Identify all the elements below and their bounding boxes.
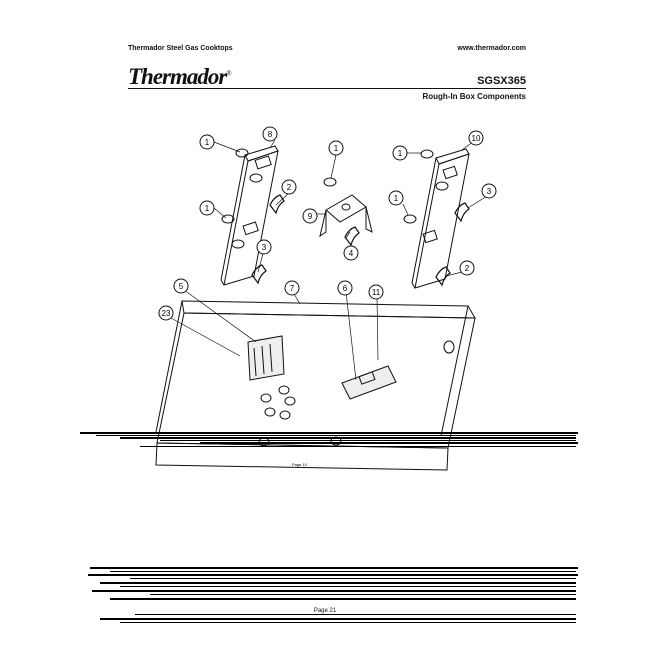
header-divider	[128, 88, 526, 89]
callout-label: 7	[290, 284, 295, 293]
callout-1: 1	[199, 134, 215, 150]
callout-3: 3	[256, 239, 272, 255]
scan-artifact-streaks	[80, 432, 578, 623]
callout-label: 1	[334, 144, 339, 153]
callout-1: 1	[392, 145, 408, 161]
model-number: SGSX365	[477, 75, 526, 87]
callout-10: 10	[468, 130, 484, 146]
callout-23: 23	[158, 305, 174, 321]
section-title: Rough-In Box Components	[422, 92, 526, 101]
callout-label: 10	[472, 134, 481, 143]
junction-box	[341, 365, 397, 400]
spark-module	[247, 335, 285, 381]
callout-5: 5	[173, 278, 189, 294]
ignition-fitting	[344, 226, 360, 247]
callout-label: 3	[487, 187, 492, 196]
callout-6: 6	[337, 280, 353, 296]
callout-label: 1	[394, 194, 399, 203]
callout-label: 23	[162, 309, 171, 318]
leader-lines	[170, 139, 488, 381]
callout-label: 8	[268, 130, 273, 139]
callout-label: 2	[287, 183, 292, 192]
right-burner-bracket	[411, 148, 470, 289]
callout-11: 11	[368, 284, 384, 300]
ignition-fitting	[435, 266, 451, 287]
callout-2: 2	[459, 260, 475, 276]
plate-label: Page 10	[292, 462, 308, 467]
brand-logo: Thermador®	[128, 64, 232, 89]
callout-label: 1	[398, 149, 403, 158]
ignition-fitting	[454, 202, 470, 223]
callout-1: 1	[199, 200, 215, 216]
page-number: Page 21	[313, 608, 337, 614]
callout-7: 7	[284, 280, 300, 296]
callout-label: 3	[262, 243, 267, 252]
callout-2: 2	[281, 179, 297, 195]
callout-label: 9	[308, 212, 313, 221]
callout-1: 1	[388, 190, 404, 206]
ignition-fitting	[251, 264, 267, 285]
callout-label: 2	[465, 264, 470, 273]
callout-1: 1	[328, 140, 344, 156]
callout-label: 6	[343, 284, 348, 293]
callout-label: 5	[179, 282, 184, 291]
document-header-title: Thermador Steel Gas Cooktops	[128, 45, 233, 52]
callout-4: 4	[343, 245, 359, 261]
grommet	[403, 214, 417, 224]
grommet	[323, 177, 337, 187]
ignition-fitting	[269, 194, 285, 215]
callout-8: 8	[262, 126, 278, 142]
grommet	[420, 149, 434, 159]
center-bracket	[319, 194, 373, 238]
callout-label: 11	[372, 288, 381, 297]
rough-in-box	[155, 300, 476, 471]
callout-9: 9	[302, 208, 318, 224]
callout-label: 1	[205, 138, 210, 147]
grommet	[221, 214, 235, 224]
callout-3: 3	[481, 183, 497, 199]
callout-label: 4	[349, 249, 354, 258]
website-url: www.thermador.com	[457, 45, 526, 52]
grommet	[235, 148, 249, 158]
callout-label: 1	[205, 204, 210, 213]
